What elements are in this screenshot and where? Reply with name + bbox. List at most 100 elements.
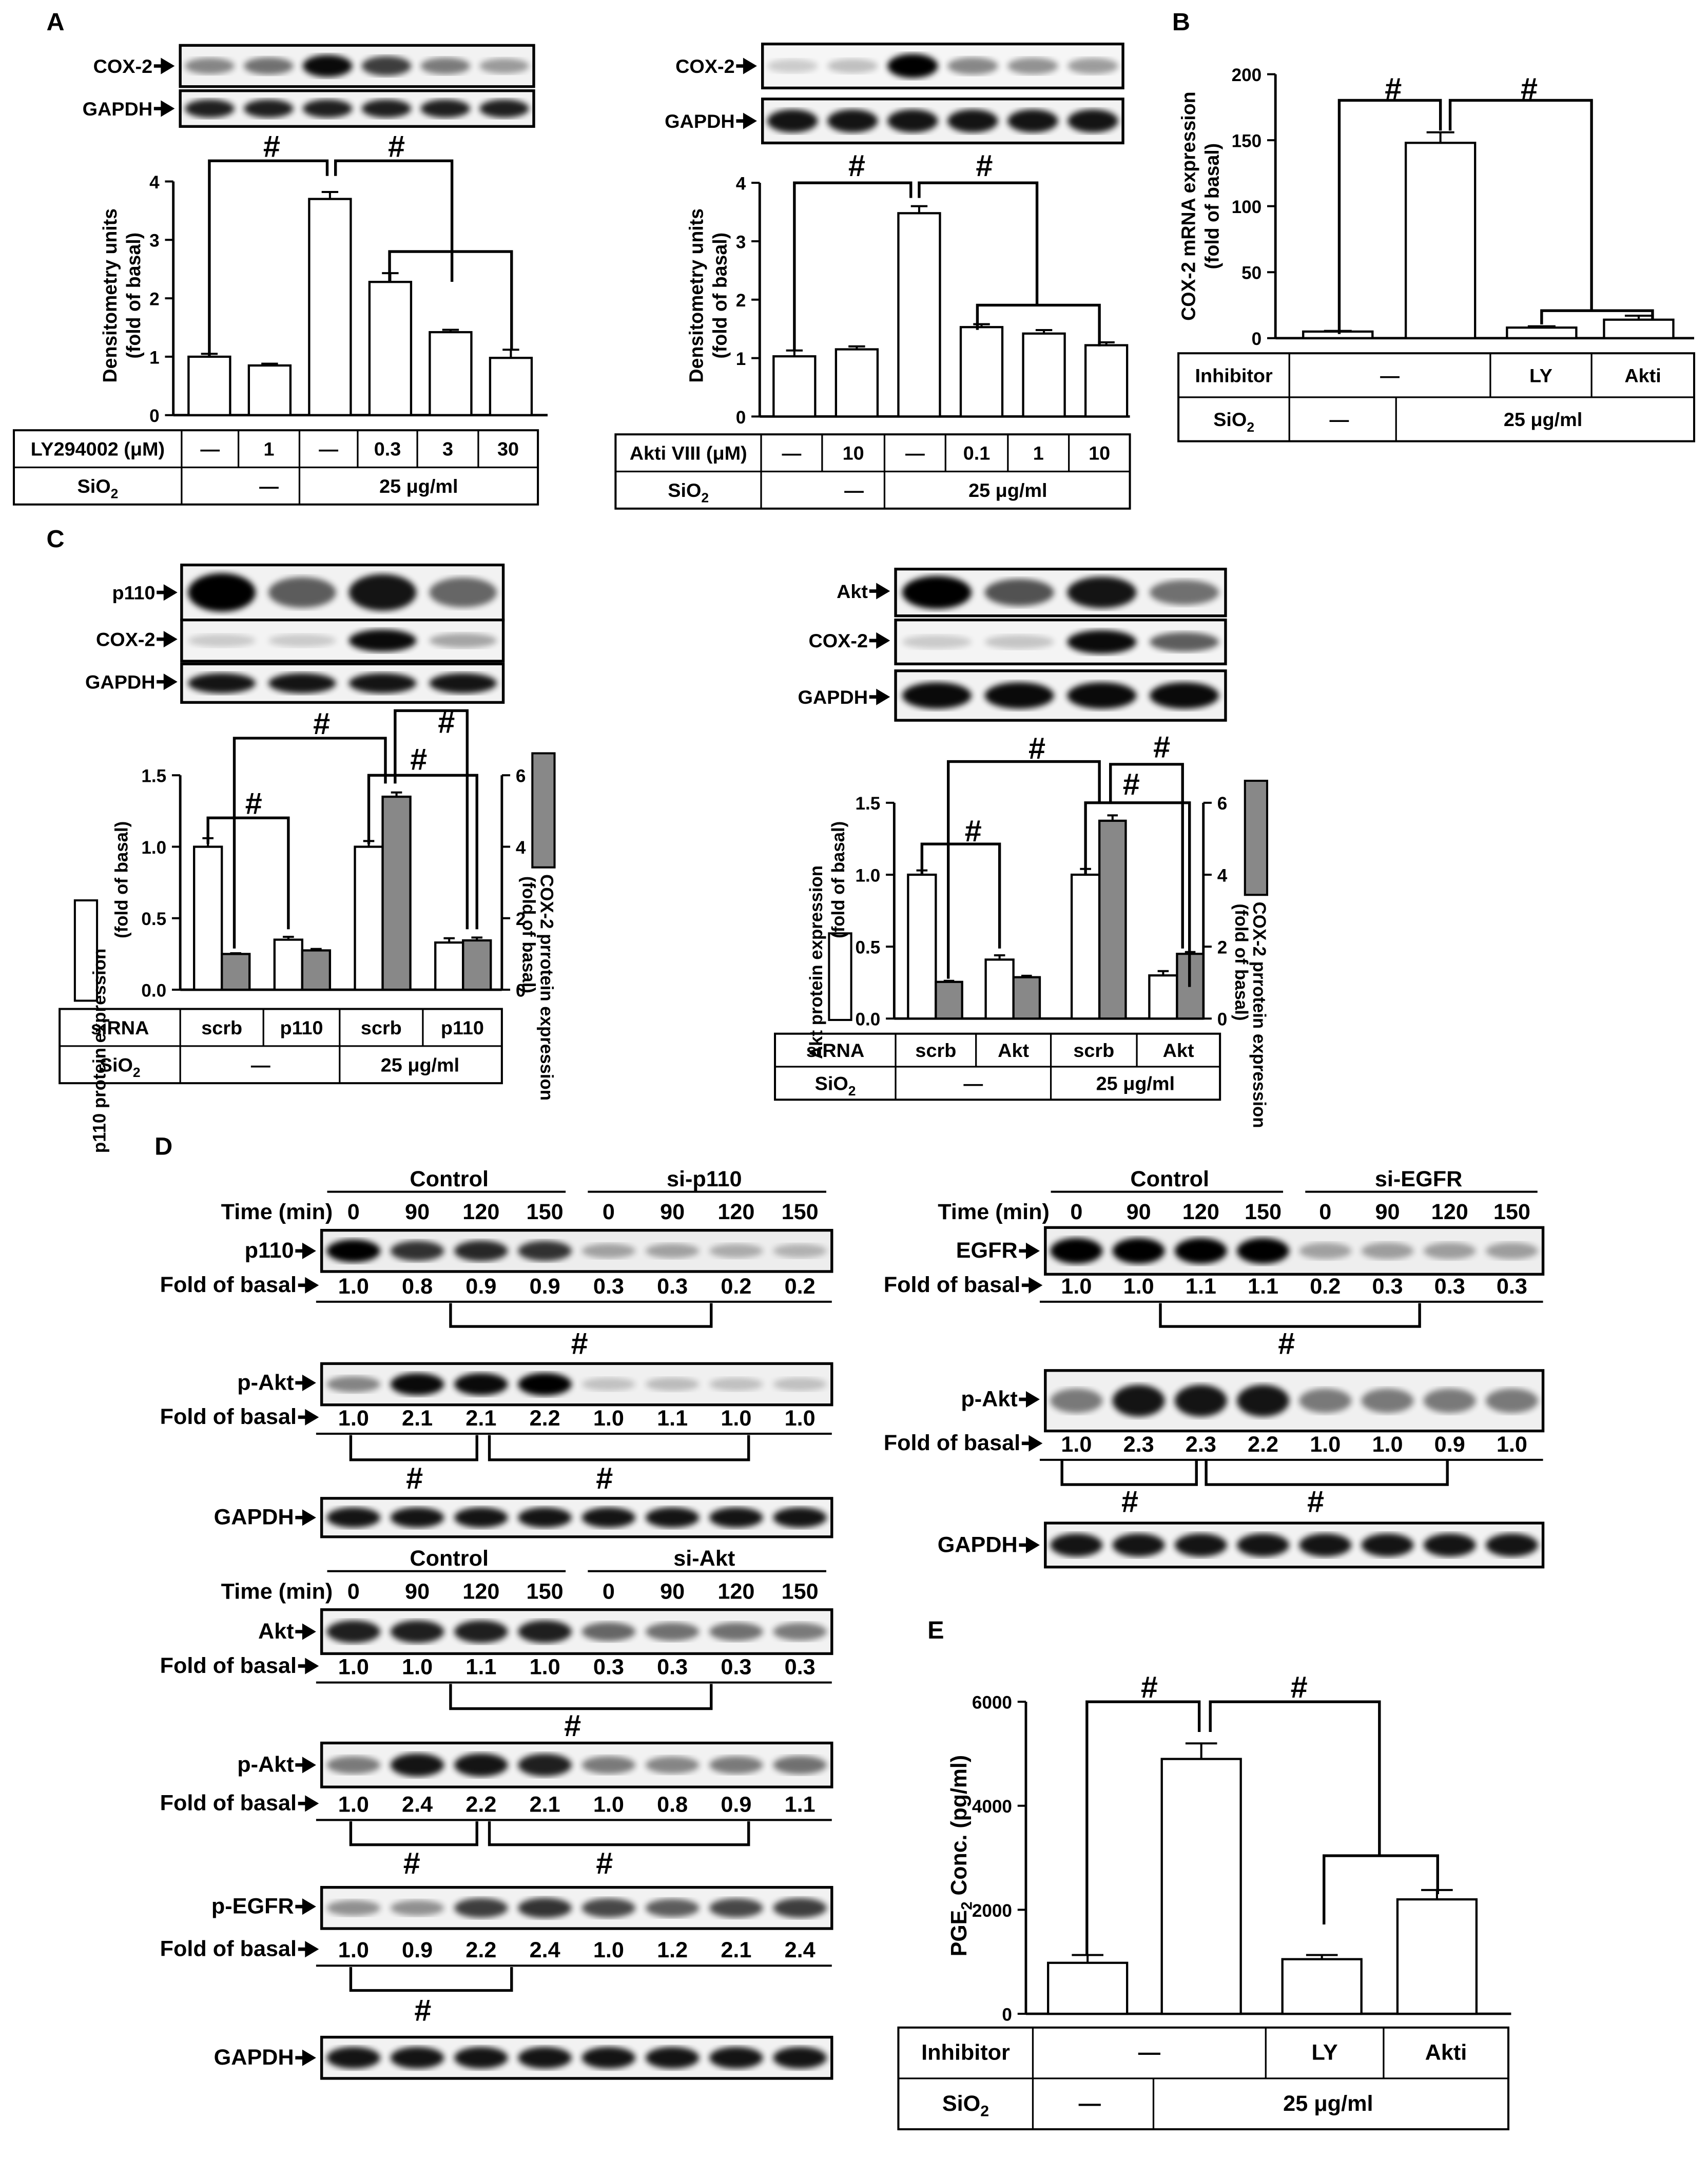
blot-band — [420, 99, 471, 118]
D-egfr-bracket-2 — [1060, 1459, 1198, 1486]
table-C-right-row2-cell: — — [963, 1073, 983, 1094]
D-egfr-0-fold-value: 0.3 — [1497, 1274, 1527, 1299]
D-akt-2-fold-value: 2.4 — [785, 1938, 816, 1962]
blot-band — [1068, 57, 1118, 74]
D-p110-1-fold-value: 2.2 — [530, 1406, 560, 1431]
chart-A-right-y-tick-label: 2 — [736, 291, 746, 311]
blot-band — [773, 2047, 827, 2069]
blot-label-cox2: COX-2 — [93, 55, 153, 77]
blot-band — [390, 1241, 444, 1261]
blot-band — [1150, 632, 1219, 652]
blot-label-gapdh-cr: GAPDH — [798, 686, 868, 708]
chart-B-y-tick-label: 50 — [1241, 263, 1261, 283]
chart-C-left-left-y-tick-label: 0.5 — [141, 909, 166, 929]
blot-band — [902, 635, 972, 649]
blot-label-cox2-arrow-head — [161, 57, 175, 74]
chart-C-right-bar-cox2 — [935, 980, 963, 1020]
D-egfr-time-point: 150 — [1245, 1200, 1282, 1224]
D-p110-bracket-3 — [488, 1435, 750, 1461]
table-A-left-row1-cell: — — [319, 438, 338, 460]
blot-band — [302, 54, 353, 78]
chart-A-left-bar — [429, 331, 473, 416]
D-p110-1-fold-value: 2.1 — [465, 1406, 496, 1431]
panel-label-D: D — [154, 1133, 172, 1161]
blot-label-gapdh-r-arrow-head — [743, 112, 757, 129]
chart-C-left-bar-cox2 — [462, 939, 492, 991]
chart-C-left-right-y-tick-label: 2 — [516, 909, 526, 929]
blot-band — [1486, 1389, 1538, 1413]
D-akt-time-point: 0 — [347, 1579, 360, 1604]
chart-C-left-y-label: p110 protein expression — [89, 949, 109, 1153]
blot-band — [518, 1507, 572, 1528]
D-akt-1-fold-value: 0.8 — [657, 1793, 688, 1817]
chart-B-y-tick-label: 100 — [1232, 197, 1262, 217]
table-A-left-row2-cell: — — [259, 475, 279, 497]
blot-band — [390, 1373, 444, 1396]
blot-band — [709, 1622, 763, 1641]
blot-A-left-gapdh — [179, 89, 535, 128]
D-egfr-0-fold-value: 0.3 — [1372, 1274, 1403, 1299]
D-egfr-time-point: 90 — [1375, 1200, 1400, 1224]
bracket-C-left-2 — [232, 737, 387, 949]
blot-band — [348, 574, 417, 611]
D-akt-0-fold-value: 1.1 — [465, 1655, 496, 1680]
bracket-A-left-1 — [208, 159, 329, 358]
D-p110-0-fold-value: 0.2 — [721, 1274, 751, 1299]
blot-band — [645, 2047, 700, 2069]
legend-swatch-cox2-r — [1244, 779, 1269, 896]
D-egfr-blot-label-1-arrow-head — [1025, 1391, 1040, 1408]
D-akt-blot-label-2: p-EGFR — [211, 1894, 294, 1919]
blot-band — [454, 1898, 508, 1918]
blot-band — [454, 1620, 508, 1643]
blot-band — [1237, 1384, 1289, 1417]
blot-band — [984, 579, 1054, 606]
panel-label-B: B — [1172, 8, 1190, 36]
significance-hash: # — [965, 814, 982, 848]
blot-band — [244, 57, 294, 75]
chart-C-right-right-y-tick-label: 6 — [1217, 794, 1228, 814]
blot-band — [518, 2047, 572, 2069]
table-C-right-row2-label: SiO2 — [815, 1073, 856, 1099]
table-A-right-row1-cell: 10 — [1089, 442, 1110, 464]
chart-E-bar — [1281, 1958, 1363, 2015]
chart-C-left-left-y-tick-label: 0.0 — [141, 981, 166, 1001]
D-egfr-0-fold-value: 1.0 — [1061, 1274, 1092, 1299]
D-egfr-1-fold-value: 2.3 — [1123, 1432, 1154, 1457]
D-egfr-1-fold-value: 0.9 — [1434, 1432, 1465, 1457]
chart-C-right-right-y-tick-label: 0 — [1217, 1010, 1228, 1030]
chart-C-left-bar-cox2 — [381, 795, 412, 991]
D-egfr-hash-3: # — [1307, 1485, 1324, 1519]
table-C-left-row1-cell: scrb — [361, 1017, 402, 1038]
chart-C-left-y-label-2: (fold of basal) — [111, 821, 131, 938]
blot-band — [902, 576, 972, 609]
blot-band — [390, 1620, 444, 1643]
D-egfr-bracket-1 — [1159, 1303, 1421, 1328]
chart-C-right-bar-protein — [1148, 974, 1178, 1020]
bracket-C-right-3 — [1084, 801, 1191, 987]
D-akt-2-fold-value: 2.1 — [721, 1938, 751, 1962]
chart-C-left-y2-label-2: (fold of basal) — [518, 876, 538, 993]
blot-band — [767, 59, 818, 73]
D-p110-blot-label-2-arrow-head — [302, 1509, 316, 1526]
table-B-row1-cell: LY — [1529, 365, 1552, 387]
blot-band — [645, 1899, 700, 1917]
blot-band — [709, 1898, 763, 1918]
bracket-B-3 — [1540, 309, 1654, 324]
chart-B-y-tick-label: 0 — [1252, 329, 1262, 349]
significance-hash: # — [245, 786, 262, 821]
D-p110-1-fold-value: 1.0 — [593, 1406, 624, 1431]
table-B-row2-cell: — — [1330, 409, 1349, 430]
D-akt-2-fold-value: 1.2 — [657, 1938, 688, 1962]
D-akt-time-point: 90 — [660, 1579, 685, 1604]
blot-band — [581, 1377, 636, 1391]
significance-hash: # — [1521, 71, 1538, 106]
D-egfr-0-fold-label: Fold of basal — [884, 1273, 1020, 1297]
blot-band — [1068, 109, 1118, 133]
table-C-right-row1-cell: scrb — [915, 1039, 956, 1061]
blot-band — [773, 1623, 827, 1641]
chart-C-right-bar-cox2 — [1098, 819, 1127, 1020]
blot-band — [518, 1241, 572, 1261]
blot-C-right-cox2 — [894, 619, 1227, 666]
D-akt-1-fold-value: 0.9 — [721, 1793, 751, 1817]
D-akt-2-fold-arrow-head — [305, 1941, 319, 1958]
